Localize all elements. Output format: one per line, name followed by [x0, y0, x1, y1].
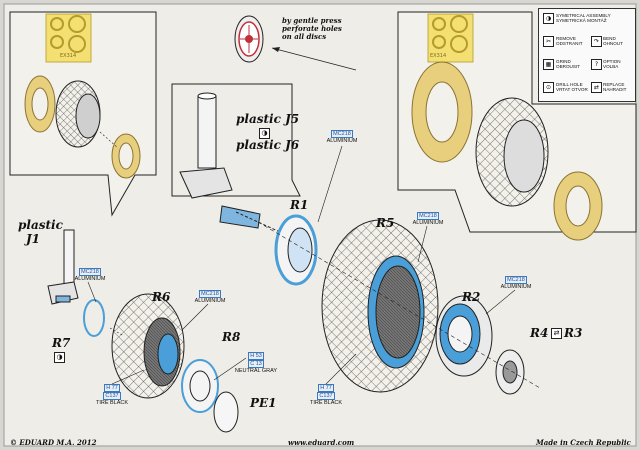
replace-icon: ⇄ — [551, 328, 562, 339]
legend-item-label: REMOVE — [556, 36, 576, 41]
part-label-r8: R8 — [222, 330, 241, 344]
paint-code: H 77 — [318, 384, 334, 392]
center-callout-frame — [171, 83, 301, 197]
part-label-r2: R2 — [462, 290, 481, 304]
paint-code: MC218 — [505, 276, 527, 284]
legend-item-label: NAHRADIT — [603, 87, 627, 92]
legend-item-label: DRILL HOLE — [556, 82, 583, 87]
washer-r7 — [83, 299, 105, 337]
part-label-pe1: PE1 — [250, 396, 277, 410]
mask-code-left: EX314 — [60, 53, 77, 59]
press-arrow — [271, 47, 357, 71]
legend-item-label: OBROUSIT — [556, 64, 580, 69]
made-in-text: Made in Czech Republic — [536, 438, 631, 447]
strut-j1 — [47, 229, 79, 305]
website-link[interactable]: www.eduard.com — [288, 438, 355, 447]
symmetrical-assembly-icon: ◑ — [543, 13, 554, 24]
paint-code: C 13 — [248, 360, 264, 368]
part-label-j5: plastic J5 — [236, 112, 300, 126]
mask-sheet-left — [45, 13, 92, 63]
paint-code: MC218 — [331, 130, 353, 138]
hub-r8 — [157, 333, 179, 375]
legend-item-label: REPLACE — [603, 82, 625, 87]
part-label-plastic: plastic — [18, 218, 63, 232]
copyright-text: © EDUARD M.A. 2012 — [10, 438, 97, 447]
paint-name: ALUMINIUM — [500, 284, 532, 290]
paint-code: C137 — [317, 392, 335, 400]
paint-code: H 53 — [248, 352, 264, 360]
legend-item-label: OHNOUT — [603, 41, 623, 46]
paint-name: ALUMINIUM — [412, 220, 444, 226]
grind-icon: ▦ — [543, 59, 554, 70]
press-note: by gentle press perforate holes on all d… — [282, 17, 342, 41]
legend-item-label: OPTION — [603, 59, 621, 64]
part-label-j6: plastic J6 — [236, 138, 300, 152]
remove-icon: ✂ — [543, 36, 554, 47]
drill-hole-icon: ⊙ — [543, 82, 554, 93]
paint-code: H 77 — [104, 384, 120, 392]
part-label-r4: R4 — [530, 326, 549, 340]
paint-name: TIRE BLACK — [95, 400, 129, 406]
hubcap-r8 — [181, 359, 219, 413]
perforated-disc — [234, 15, 264, 63]
paint-code: MC218 — [199, 290, 221, 298]
paint-code: MC218 — [417, 212, 439, 220]
legend-item-label: BEND — [603, 36, 616, 41]
strut-j5-j6 — [179, 92, 281, 233]
replace-icon: ⇄ — [591, 82, 602, 93]
bend-icon: ↷ — [591, 36, 602, 47]
legend-item-label: VRTAT OTVOR — [556, 87, 588, 92]
part-label-r6: R6 — [152, 290, 171, 304]
paint-code: MC218 — [79, 268, 101, 276]
legend-item-label: GRIND — [556, 59, 571, 64]
part-label-r5: R5 — [376, 216, 395, 230]
legend-item-label: SYMETRICKÁ MONTÁŽ — [556, 18, 607, 23]
part-label-j1: J1 — [26, 232, 41, 246]
mask-code-right: EX314 — [430, 53, 447, 59]
paint-name: ALUMINIUM — [326, 138, 358, 144]
assembly-axis — [257, 221, 541, 389]
part-label-r7: R7 — [52, 336, 71, 350]
part-label-r3: R3 — [564, 326, 583, 340]
paint-code: C137 — [103, 392, 121, 400]
press-note-line2: perforate holes — [282, 24, 342, 33]
press-note-line1: by gentle press — [282, 16, 342, 25]
legend-item-label: SYMETRICAL ASSEMBLY — [556, 13, 611, 18]
paint-name: ALUMINIUM — [74, 276, 106, 282]
part-label-r1: R1 — [290, 198, 309, 212]
symmetrical-assembly-icon: ◑ — [259, 128, 270, 139]
mask-sheet-right — [427, 13, 474, 63]
symmetrical-assembly-icon: ◑ — [54, 352, 65, 363]
disc-pe1 — [213, 391, 239, 433]
paint-name: TIRE BLACK — [309, 400, 343, 406]
press-note-line3: on all discs — [282, 32, 327, 41]
legend-item-label: VOLBA — [603, 64, 619, 69]
option-icon: ? — [591, 59, 602, 70]
paint-name: NEUTRAL GRAY — [234, 368, 278, 374]
paint-name: ALUMINIUM — [194, 298, 226, 304]
legend-item-label: ODSTRANIT — [556, 41, 583, 46]
